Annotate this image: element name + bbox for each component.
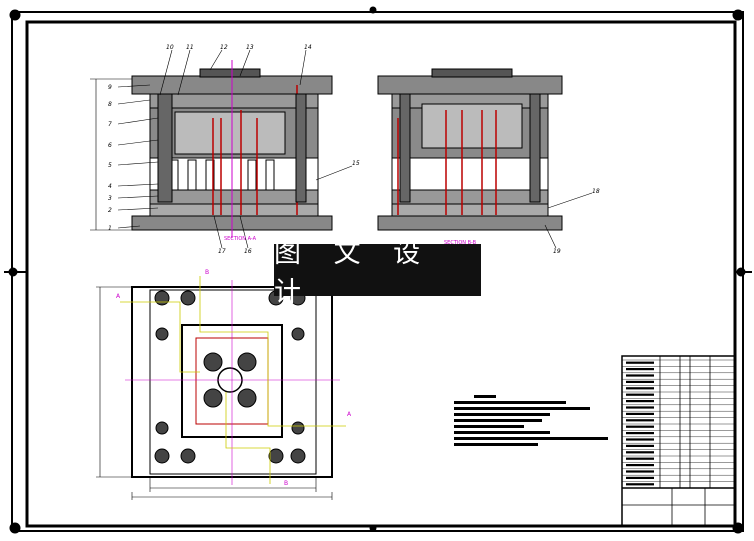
- part-number-11: 11: [186, 44, 194, 51]
- section-a-label: SECTION A-A: [224, 236, 257, 242]
- section-b-label: SECTION B-B: [444, 240, 477, 246]
- part-number-2: 2: [108, 207, 112, 214]
- parts-list-cell: [626, 470, 654, 473]
- parts-list-cell: [626, 432, 654, 435]
- parts-list-cell: [626, 464, 654, 467]
- part-number-9: 9: [108, 84, 112, 91]
- parts-list-cell: [626, 419, 654, 422]
- watermark-banner: 图 文 设 计: [274, 238, 481, 308]
- part-numbers: 9 8 7 6 5 4 3 2 1 10 11 12 13 14 15 17 1…: [108, 44, 360, 255]
- parts-list-cell: [626, 406, 654, 409]
- part-number-1: 1: [108, 225, 112, 232]
- title-block: [621, 355, 736, 527]
- parts-list-rows: [622, 359, 735, 486]
- parts-list-cell: [626, 400, 654, 403]
- part-number-16: 16: [244, 248, 252, 255]
- plan-view: [96, 276, 346, 500]
- part-number-8: 8: [108, 101, 112, 108]
- parts-list-cell: [626, 380, 654, 383]
- part-number-7: 7: [108, 121, 112, 128]
- part-number-4: 4: [108, 183, 112, 190]
- part-number-19: 19: [553, 248, 561, 255]
- parts-list-cell: [626, 451, 654, 454]
- parts-list-cell: [626, 368, 654, 371]
- parts-list-cell: [626, 476, 654, 479]
- part-numbers-b: 18 19: [553, 188, 600, 255]
- section-a-view: [90, 60, 333, 238]
- parts-list-cell: [626, 483, 654, 486]
- section-marker-b-top: B: [205, 269, 209, 276]
- section-b-view: [377, 68, 563, 231]
- section-marker-a-left: A: [116, 293, 121, 300]
- part-number-12: 12: [220, 44, 228, 51]
- technical-notes: [454, 395, 608, 446]
- part-number-17: 17: [218, 248, 226, 255]
- parts-list-cell: [626, 438, 654, 441]
- parts-list-cell: [626, 393, 654, 396]
- part-number-10: 10: [166, 44, 174, 51]
- parts-list-cell: [626, 444, 654, 447]
- part-leaders-b: [544, 192, 593, 249]
- parts-list-cell: [626, 412, 654, 415]
- parts-list-cell: [626, 387, 654, 390]
- part-number-15: 15: [352, 160, 360, 167]
- parts-list-cell: [626, 361, 654, 364]
- drawing-frame: [4, 6, 752, 534]
- section-markers: A A B B: [116, 269, 352, 487]
- parts-list-cell: [626, 425, 654, 428]
- part-number-14: 14: [304, 44, 312, 51]
- part-number-18: 18: [592, 188, 600, 195]
- part-leaders: [117, 49, 353, 249]
- part-number-5: 5: [108, 162, 112, 169]
- parts-list-cell: [626, 374, 654, 377]
- section-marker-b-bottom: B: [284, 480, 288, 487]
- parts-list-cell: [626, 457, 654, 460]
- part-number-13: 13: [246, 44, 254, 51]
- part-number-6: 6: [108, 142, 112, 149]
- section-marker-a-right: A: [347, 411, 352, 418]
- part-number-3: 3: [108, 195, 112, 202]
